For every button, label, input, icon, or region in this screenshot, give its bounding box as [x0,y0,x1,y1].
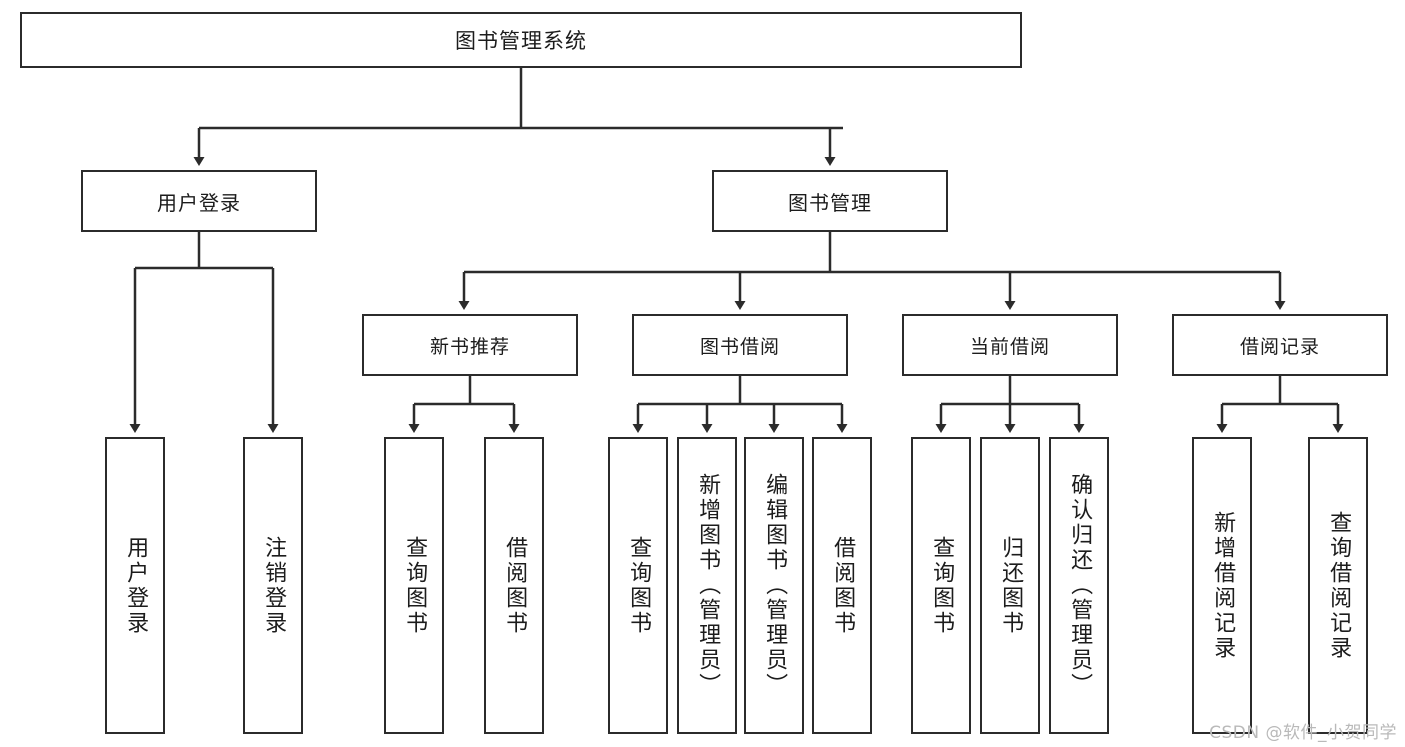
node-user-login-label: 用户登录 [157,190,241,215]
leaf-confirm-return-label: 确认归还（管理员） [1067,473,1093,698]
node-borrow-record-label: 借阅记录 [1239,335,1320,358]
leaf-logout-login[interactable]: 注销登录 [243,437,303,734]
leaf-add-book[interactable]: 新增图书（管理员） [677,437,737,734]
leaf-query-book-rec-label: 查询图书 [402,535,428,636]
leaf-borrow-book-label: 借阅图书 [830,535,856,636]
leaf-add-book-label: 新增图书（管理员） [695,473,721,698]
node-book-borrow-label: 图书借阅 [699,335,780,358]
leaf-borrow-book[interactable]: 借阅图书 [812,437,872,734]
node-root[interactable]: 图书管理系统 [20,12,1022,68]
node-current-borrow[interactable]: 当前借阅 [902,314,1118,376]
leaf-query-book-rec[interactable]: 查询图书 [384,437,444,734]
leaf-user-login[interactable]: 用户登录 [105,437,165,734]
leaf-query-book-current-label: 查询图书 [929,535,955,636]
leaf-user-login-label: 用户登录 [123,535,149,636]
leaf-query-record-label: 查询借阅记录 [1326,510,1352,661]
leaf-add-record[interactable]: 新增借阅记录 [1192,437,1252,734]
node-book-manage[interactable]: 图书管理 [712,170,948,232]
node-current-borrow-label: 当前借阅 [969,335,1050,358]
leaf-return-book-label: 归还图书 [998,535,1024,636]
leaf-edit-book-label: 编辑图书（管理员） [762,473,788,698]
leaf-borrow-book-rec-label: 借阅图书 [502,535,528,636]
node-root-label: 图书管理系统 [455,29,587,53]
leaf-borrow-book-rec[interactable]: 借阅图书 [484,437,544,734]
node-borrow-record[interactable]: 借阅记录 [1172,314,1388,376]
leaf-logout-login-label: 注销登录 [261,535,287,636]
node-new-book-rec-label: 新书推荐 [429,335,510,358]
node-new-book-rec[interactable]: 新书推荐 [362,314,578,376]
leaf-query-book-borrow-label: 查询图书 [626,535,652,636]
leaf-confirm-return[interactable]: 确认归还（管理员） [1049,437,1109,734]
leaf-return-book[interactable]: 归还图书 [980,437,1040,734]
node-book-borrow[interactable]: 图书借阅 [632,314,848,376]
leaf-add-record-label: 新增借阅记录 [1210,510,1236,661]
leaf-query-record[interactable]: 查询借阅记录 [1308,437,1368,734]
node-book-manage-label: 图书管理 [788,190,872,215]
leaf-query-book-current[interactable]: 查询图书 [911,437,971,734]
node-user-login[interactable]: 用户登录 [81,170,317,232]
leaf-edit-book[interactable]: 编辑图书（管理员） [744,437,804,734]
leaf-query-book-borrow[interactable]: 查询图书 [608,437,668,734]
